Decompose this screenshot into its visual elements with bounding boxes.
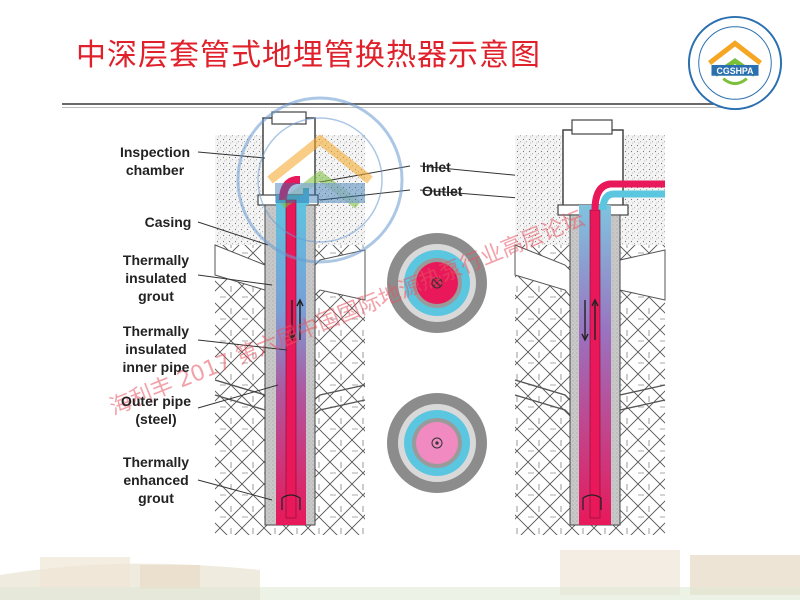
label-outlet: Outlet <box>422 183 463 199</box>
label-inlet: Inlet <box>422 159 451 175</box>
cross-section-bottom <box>387 393 487 493</box>
label-inspection-chamber: Inspection chamber <box>119 144 190 178</box>
logo-watermark <box>236 96 404 264</box>
cross-section-top <box>387 233 487 333</box>
label-thermally-insulated-inner-pipe: Thermally insulated inner pipe <box>122 323 190 375</box>
right-borehole <box>514 119 666 555</box>
title-divider <box>62 103 746 105</box>
label-thermally-enhanced-grout: Thermally enhanced grout <box>122 454 190 506</box>
slide-title: 中深层套管式地埋管换热器示意图 <box>76 38 541 73</box>
campus-photo-strip <box>0 535 800 600</box>
label-thermally-insulated-grout: Thermally insulated grout <box>122 252 190 304</box>
cgshpa-logo: CGSHPA <box>687 15 783 111</box>
label-casing: Casing <box>144 214 192 230</box>
title-divider-thin <box>62 107 746 108</box>
logo-acronym: CGSHPA <box>716 66 754 76</box>
label-outer-pipe-steel: Outer pipe (steel) <box>120 393 191 427</box>
